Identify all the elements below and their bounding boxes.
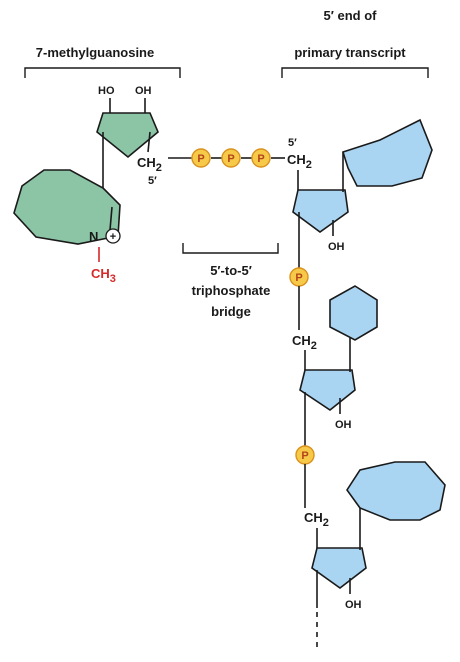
cap-ho-label: HO bbox=[98, 85, 115, 97]
n7-label: N bbox=[89, 229, 98, 244]
transcript-title-line2: primary transcript bbox=[294, 45, 406, 60]
bridge-label-line1: 5′-to-5′ bbox=[210, 263, 252, 278]
methyl-label: CH3 bbox=[91, 266, 116, 285]
transcript-bracket bbox=[281, 67, 429, 78]
bridge-bracket bbox=[182, 243, 279, 254]
nt1-oh-label: OH bbox=[328, 241, 345, 253]
cap-title: 7-methylguanosine bbox=[36, 45, 154, 60]
nt3-ch2-label: CH2 bbox=[304, 510, 329, 529]
phosphate-2-label: P bbox=[227, 153, 234, 165]
guanine-double-bond bbox=[109, 206, 113, 231]
phosphate-1 bbox=[191, 148, 211, 168]
positive-charge-sign: + bbox=[110, 231, 116, 243]
phosphate-1-label: P bbox=[197, 153, 204, 165]
nt3-ribose-ring bbox=[311, 547, 367, 589]
cap-bracket bbox=[24, 67, 181, 78]
transcript-title-line1: 5′ end of bbox=[324, 8, 378, 23]
positive-charge-circle bbox=[105, 228, 121, 244]
cap-guanine-ring bbox=[13, 169, 121, 245]
backbone-phosphate-1-label: P bbox=[295, 272, 302, 284]
nt1-ribose-ring bbox=[292, 189, 349, 233]
bridge-label-line3: bridge bbox=[211, 304, 251, 319]
backbone-phosphate-2-label: P bbox=[301, 450, 308, 462]
cap-ch2-label: CH2 bbox=[137, 155, 162, 174]
nt2-base-pyrimidine bbox=[329, 285, 378, 341]
nt1-ch2-label: CH2 bbox=[287, 152, 312, 171]
phosphate-3 bbox=[251, 148, 271, 168]
phosphate-2 bbox=[221, 148, 241, 168]
cap-oh-label: OH bbox=[135, 85, 152, 97]
nt3-base-purine bbox=[346, 461, 446, 521]
cap-5prime-label: 5′ bbox=[148, 175, 157, 187]
nt1-base-purine bbox=[342, 118, 433, 187]
nt1-5prime-label: 5′ bbox=[288, 137, 297, 149]
cap-ribose-ring bbox=[96, 112, 159, 159]
nt3-oh-label: OH bbox=[345, 599, 362, 611]
nt2-oh-label: OH bbox=[335, 419, 352, 431]
phosphate-3-label: P bbox=[257, 153, 264, 165]
nt2-ribose-ring bbox=[299, 369, 356, 411]
bridge-label-line2: triphosphate bbox=[192, 283, 271, 298]
nt2-ch2-label: CH2 bbox=[292, 333, 317, 352]
cap-c5-bond bbox=[147, 131, 151, 153]
